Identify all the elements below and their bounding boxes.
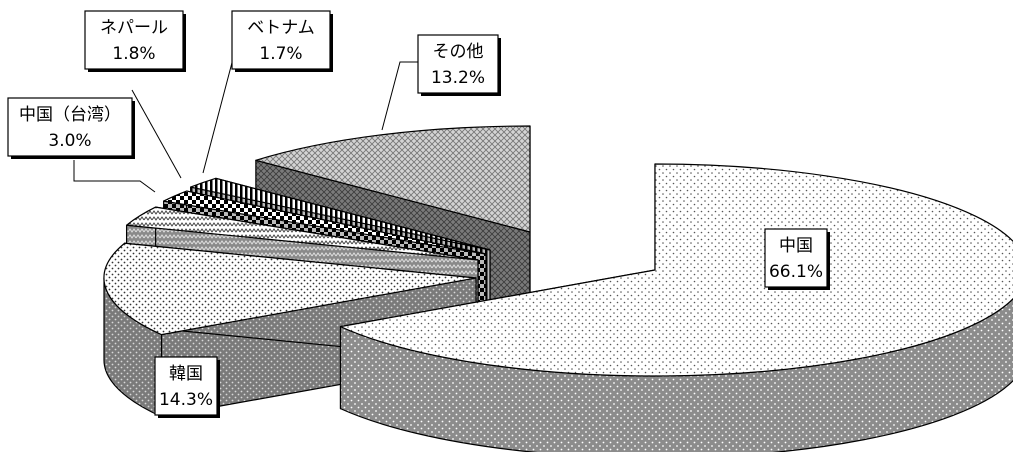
slices-layer (103, 125, 1013, 452)
leader-line-other (381, 61, 418, 131)
slice-top (255, 125, 531, 233)
label-vietnam-name: ベトナム (247, 18, 315, 38)
label-nepal: ネパール 1.8% (84, 10, 186, 72)
slice-top (339, 163, 1013, 377)
label-nepal-name: ネパール (100, 18, 168, 38)
leader-line-vietnam (202, 54, 235, 174)
label-korea-name: 韓国 (169, 364, 203, 384)
label-korea-value: 14.3% (159, 390, 213, 410)
slice-top (190, 177, 491, 251)
label-china: 中国 66.1% (764, 228, 830, 290)
slice-top (163, 190, 487, 255)
label-vietnam-value: 1.7% (259, 44, 302, 64)
label-taiwan-value: 3.0% (48, 131, 91, 151)
label-taiwan: 中国（台湾） 3.0% (7, 97, 135, 159)
label-nepal-value: 1.8% (112, 44, 155, 64)
label-china-name: 中国 (779, 236, 813, 256)
label-other-value: 13.2% (431, 68, 485, 88)
leader-lines (73, 54, 418, 193)
label-vietnam: ベトナム 1.7% (231, 10, 333, 72)
label-other-name: その他 (433, 42, 484, 62)
slice-top (103, 242, 477, 336)
label-korea: 韓国 14.3% (154, 356, 220, 418)
pie-slice-china (339, 163, 1013, 452)
leader-line-nepal (131, 89, 182, 179)
label-taiwan-name: 中国（台湾） (19, 105, 121, 125)
leader-line-taiwan (73, 160, 156, 193)
slice-top (125, 206, 479, 261)
label-china-value: 66.1% (769, 262, 823, 282)
label-other: その他 13.2% (417, 34, 501, 96)
